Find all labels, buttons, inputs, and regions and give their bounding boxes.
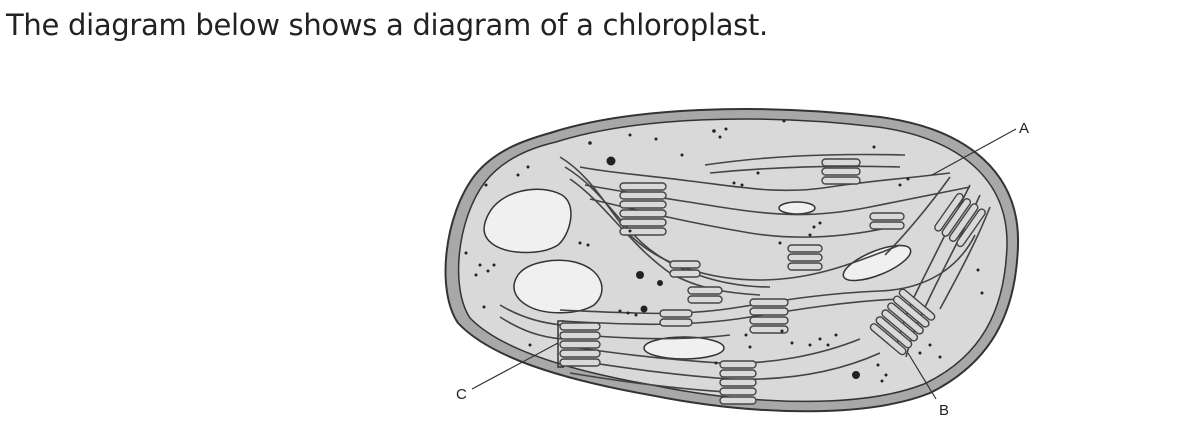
label-c: C	[456, 386, 467, 403]
granum	[787, 244, 823, 271]
chloroplast-figure: A B C	[444, 108, 1029, 419]
granum	[821, 158, 861, 185]
granum	[869, 212, 905, 230]
granum	[719, 360, 757, 405]
starch-grain	[513, 259, 603, 314]
ribosomes	[464, 119, 984, 383]
granum	[559, 322, 601, 367]
starch-grain	[842, 244, 912, 282]
granum	[619, 182, 667, 236]
label-a: A	[1019, 120, 1029, 137]
question-text: The diagram below shows a diagram of a c…	[6, 8, 768, 42]
pointer-line-c	[471, 342, 559, 390]
pointer-line-a	[931, 128, 1017, 176]
granum	[869, 288, 936, 356]
starch-grain	[778, 201, 816, 215]
granum	[687, 286, 723, 304]
starch-grain	[483, 188, 572, 254]
pointer-line-b	[907, 352, 937, 400]
label-b: B	[939, 402, 949, 419]
chloroplast-diagram: A B C	[430, 95, 1050, 435]
granum	[659, 309, 693, 327]
granum	[749, 298, 789, 334]
granum	[934, 192, 986, 248]
granum-bracket	[557, 320, 564, 368]
granum	[669, 260, 701, 278]
starch-grain	[643, 336, 725, 360]
